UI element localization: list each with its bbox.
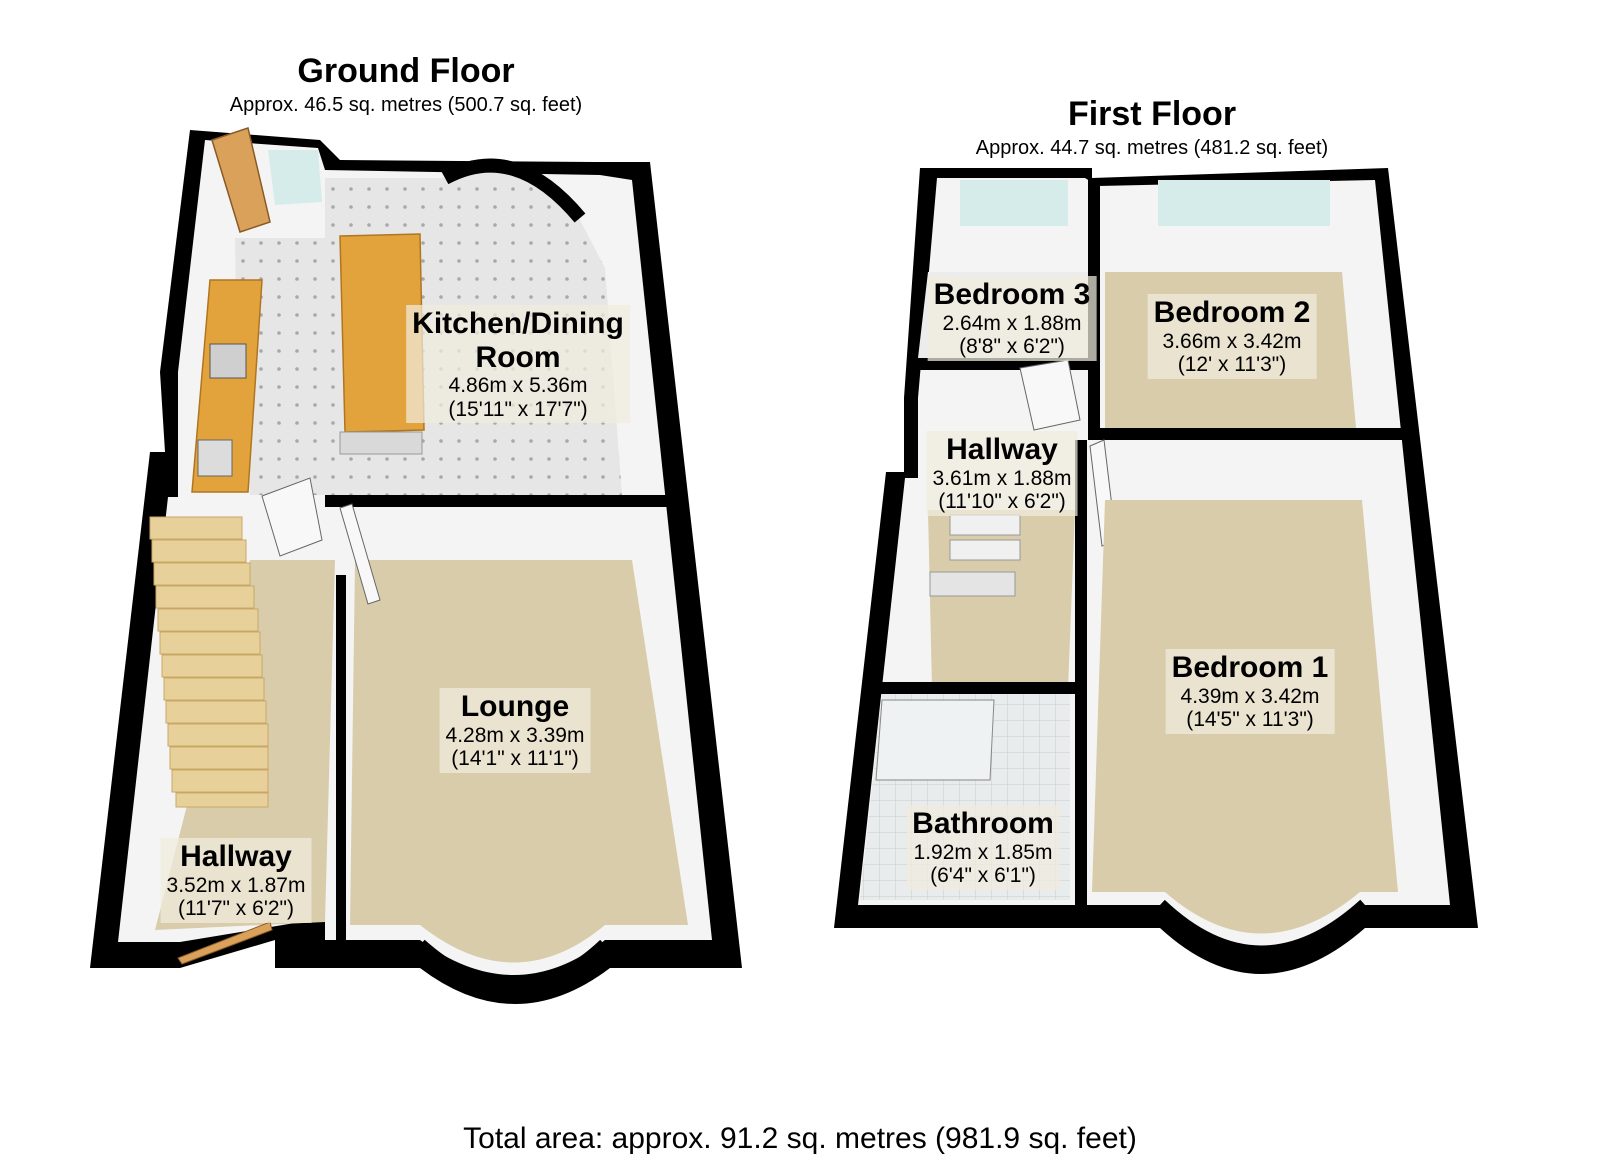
hallway-kitchen-door: [261, 477, 323, 557]
lounge-divider-wall: [325, 495, 670, 507]
room-label-lounge: Lounge 4.28m x 3.39m (14'1" x 11'1"): [439, 688, 591, 773]
room-dimensions-metric: 3.66m x 3.42m: [1162, 329, 1302, 353]
hallway-divider-wall: [336, 575, 346, 940]
first-hallway-floor: [928, 510, 1075, 690]
total-area: Total area: approx. 91.2 sq. metres (981…: [463, 1122, 1137, 1155]
first-floor-title: First Floor: [1067, 95, 1237, 133]
room-dimensions-imperial: (11'7" x 6'2"): [178, 897, 294, 921]
room-name: Bedroom 1: [1171, 651, 1329, 684]
first-hallway-wall: [1075, 440, 1087, 905]
room-name: Hallway: [946, 433, 1058, 466]
room-name: Bathroom: [912, 807, 1054, 840]
room-name: Bedroom 3: [933, 278, 1091, 311]
room-dimensions-metric: 3.52m x 1.87m: [166, 873, 306, 897]
room-name: Room: [475, 340, 561, 374]
kitchen-worktop: [191, 279, 263, 493]
room-label-bedroom-2: Bedroom 2 3.66m x 3.42m (12' x 11'3"): [1147, 294, 1317, 379]
lounge-bay-window: [415, 939, 610, 995]
front-door-kitchen: [211, 127, 271, 233]
room-dimensions-metric: 3.61m x 1.88m: [932, 466, 1072, 490]
bedroom-2-wall: [1088, 428, 1403, 440]
room-dimensions-metric: 4.39m x 3.42m: [1180, 684, 1320, 708]
room-dimensions-imperial: (14'1" x 11'1"): [451, 747, 579, 771]
room-name: Bedroom 2: [1153, 296, 1311, 329]
shower-enclosure: [875, 699, 995, 781]
bedroom-2-window: [1158, 180, 1330, 226]
room-dimensions-imperial: (12' x 11'3"): [1177, 353, 1287, 377]
room-label-bedroom-3: Bedroom 3 2.64m x 1.88m (8'8" x 6'2"): [927, 276, 1097, 361]
room-dimensions-metric: 4.86m x 5.36m: [448, 374, 588, 398]
room-label-hallway-first: Hallway 3.61m x 1.88m (11'10" x 6'2"): [926, 431, 1078, 516]
bathroom-wall: [878, 682, 1078, 694]
kitchen-bay-window: [441, 158, 586, 223]
first-floor-area: Approx. 44.7 sq. metres (481.2 sq. feet): [975, 137, 1329, 159]
room-dimensions-metric: 4.28m x 3.39m: [445, 723, 585, 747]
bedroom-1-bay-window: [1155, 899, 1370, 960]
ground-stairs: [149, 516, 269, 808]
first-stairs: [929, 514, 1021, 597]
room-name: Hallway: [180, 840, 292, 873]
ground-floor-title: Ground Floor: [297, 52, 515, 90]
kitchen-island: [339, 233, 425, 433]
room-label-bedroom-1: Bedroom 1 4.39m x 3.42m (14'5" x 11'3"): [1165, 649, 1335, 734]
room-dimensions-metric: 1.92m x 1.85m: [913, 840, 1053, 864]
room-dimensions-imperial: (11'10" x 6'2"): [938, 490, 1066, 514]
room-dimensions-imperial: (6'4" x 6'1"): [930, 864, 1036, 888]
room-dimensions-imperial: (14'5" x 11'3"): [1186, 708, 1314, 732]
lounge-door: [339, 503, 381, 605]
room-dimensions-imperial: (15'11" x 17'7"): [448, 397, 588, 421]
room-dimensions-imperial: (8'8" x 6'2"): [959, 335, 1065, 359]
kitchen-island-base: [339, 431, 423, 455]
room-label-kitchen-dining: Kitchen/Dining Room 4.86m x 5.36m (15'11…: [406, 305, 630, 424]
bedroom-3-window: [960, 180, 1068, 226]
ground-floor-area: Approx. 46.5 sq. metres (500.7 sq. feet): [229, 94, 583, 116]
room-name: Kitchen/Dining: [412, 307, 624, 340]
room-label-hallway-ground: Hallway 3.52m x 1.87m (11'7" x 6'2"): [160, 838, 312, 923]
room-name: Lounge: [460, 690, 570, 723]
hob-icon: [209, 343, 247, 379]
front-door-hallway: [177, 921, 273, 965]
sink-icon: [197, 439, 233, 477]
kitchen-window: [268, 150, 322, 205]
bedroom-3-door: [1019, 359, 1081, 431]
room-label-bathroom: Bathroom 1.92m x 1.85m (6'4" x 6'1"): [906, 805, 1060, 890]
room-dimensions-metric: 2.64m x 1.88m: [942, 311, 1082, 335]
